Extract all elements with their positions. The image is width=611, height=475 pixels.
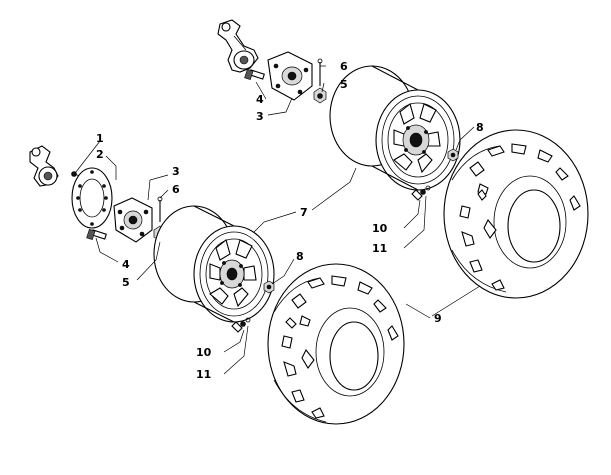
rear-tire xyxy=(443,129,589,299)
rear-wheel-rim xyxy=(329,65,461,191)
brake-disc xyxy=(71,167,113,229)
rear-lug-nut xyxy=(447,148,459,162)
callout-8: 8 xyxy=(476,121,484,134)
callout-6: 6 xyxy=(340,60,348,73)
callout-3: 3 xyxy=(256,110,264,123)
callout-11: 11 xyxy=(372,242,387,255)
front-tire-tread xyxy=(281,275,399,419)
front-hub-bolt xyxy=(86,228,107,241)
callout-4: 4 xyxy=(256,93,264,106)
front-knuckle xyxy=(29,145,59,187)
rear-hub xyxy=(267,51,313,101)
callout-6: 6 xyxy=(172,183,180,196)
rear-rim-spokes xyxy=(393,103,441,174)
front-valve-stem xyxy=(231,317,251,333)
callout-3: 3 xyxy=(172,165,180,178)
rear-valve-stem xyxy=(411,185,431,201)
front-cotter-pin xyxy=(157,196,163,222)
rear-knuckle xyxy=(217,19,259,73)
callout-10: 10 xyxy=(196,346,212,359)
callout-5: 5 xyxy=(122,276,130,289)
front-hub xyxy=(113,197,153,243)
callout-8: 8 xyxy=(296,250,304,263)
front-rim-spokes xyxy=(209,239,257,308)
callout-2: 2 xyxy=(96,148,104,161)
leader-lines xyxy=(75,65,481,375)
rear-cotter-pin xyxy=(317,58,323,86)
callout-9: 9 xyxy=(434,312,442,325)
rear-axle-nut xyxy=(313,87,327,104)
callout-7: 7 xyxy=(300,206,308,219)
callout-4: 4 xyxy=(122,258,130,271)
rear-hub-bolt xyxy=(244,68,265,81)
front-lug-nut xyxy=(263,280,275,294)
callout-5: 5 xyxy=(340,78,348,91)
front-tire xyxy=(267,263,405,425)
callout-1: 1 xyxy=(96,132,104,145)
callout-11: 11 xyxy=(196,368,211,381)
rear-tire-tread xyxy=(459,143,581,291)
callout-10: 10 xyxy=(372,222,388,235)
callout-labels: 1 2 3 6 4 5 6 5 4 3 7 8 8 9 10 11 10 11 xyxy=(96,60,484,381)
front-wheel-rim xyxy=(153,205,275,323)
